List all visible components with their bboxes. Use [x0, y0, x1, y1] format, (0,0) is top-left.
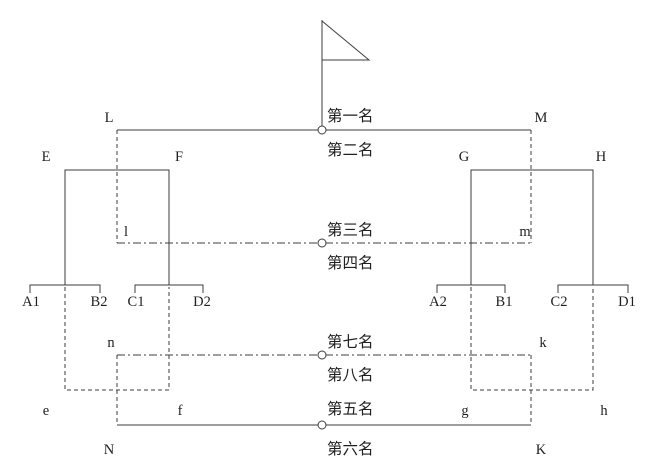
label-node-G: G — [459, 149, 470, 165]
label-node-m: m — [519, 224, 531, 240]
label-team-C1: C1 — [128, 294, 145, 310]
label-node-k: k — [539, 335, 547, 351]
final-node-circle — [317, 125, 327, 135]
label-node-N: N — [104, 442, 115, 458]
label-fifth-place: 第五名 — [327, 400, 374, 418]
label-first-place: 第一名 — [327, 107, 374, 125]
label-node-E: E — [42, 149, 51, 165]
fifth-sixth-node-circle — [317, 420, 327, 430]
label-team-D2: D2 — [193, 294, 211, 310]
label-node-h: h — [600, 403, 608, 419]
label-node-M: M — [535, 110, 548, 126]
label-node-e: e — [43, 403, 49, 419]
losers-left-bracket-ef — [64, 287, 170, 391]
label-team-B1: B1 — [496, 294, 513, 310]
label-team-A2: A2 — [429, 294, 447, 310]
label-team-D1: D1 — [618, 294, 636, 310]
quarterfinal-bracket-c1d2 — [134, 284, 204, 293]
label-team-C2: C2 — [551, 294, 568, 310]
label-node-F: F — [175, 149, 183, 165]
label-eighth-place: 第八名 — [327, 366, 374, 384]
semifinal-left-bracket — [64, 169, 170, 285]
seventh-eighth-node-circle — [317, 350, 327, 360]
semifinal-right-bracket — [470, 169, 594, 285]
label-team-A1: A1 — [22, 294, 40, 310]
label-node-L: L — [105, 110, 114, 126]
label-node-g: g — [461, 403, 468, 419]
label-team-B2: B2 — [91, 294, 108, 310]
label-node-f: f — [178, 403, 183, 419]
losers-right-bracket-gh — [470, 287, 594, 391]
label-seventh-place: 第七名 — [327, 333, 374, 351]
label-third-place: 第三名 — [327, 221, 374, 239]
third-fourth-node-circle — [317, 238, 327, 248]
label-sixth-place: 第六名 — [327, 440, 374, 458]
flag-icon — [321, 19, 371, 61]
label-node-H: H — [596, 149, 607, 165]
label-fourth-place: 第四名 — [327, 254, 374, 272]
quarterfinal-bracket-a2b1 — [436, 284, 506, 293]
label-node-K: K — [536, 442, 547, 458]
quarterfinal-bracket-c2d1 — [557, 284, 629, 293]
label-second-place: 第二名 — [327, 141, 374, 159]
quarterfinal-bracket-a1b2 — [29, 284, 101, 293]
label-node-n: n — [107, 335, 115, 351]
label-node-l: l — [124, 224, 128, 240]
